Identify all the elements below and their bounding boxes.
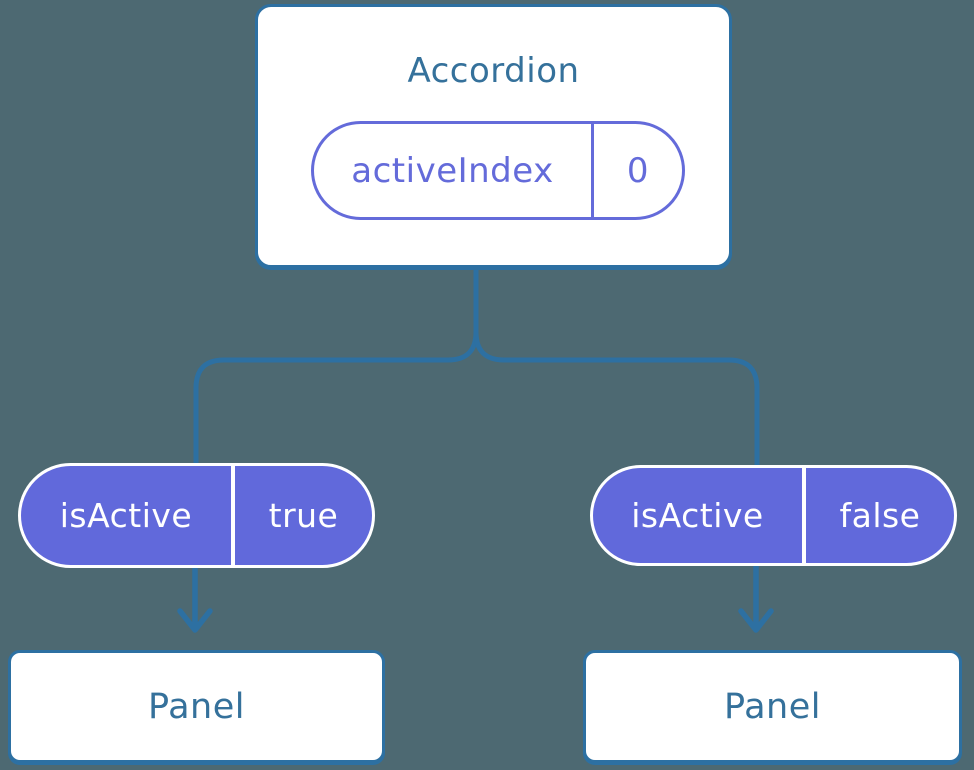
pill-divider [591, 124, 594, 217]
state-pill-value: 0 [626, 150, 650, 191]
pill-divider [231, 466, 235, 565]
panel-component-box-right: Panel [583, 650, 962, 763]
prop-pill-isactive-false: isActive false [590, 465, 957, 566]
prop-pill-value: true [268, 496, 339, 535]
arrow-down-right-icon [738, 561, 774, 633]
panel-title: Panel [724, 686, 821, 727]
state-pill-label: activeIndex [351, 150, 554, 191]
accordion-title: Accordion [407, 51, 580, 91]
accordion-component-box: Accordion activeIndex 0 [255, 4, 732, 268]
prop-pill-label: isActive [59, 496, 193, 535]
arrow-down-left-icon [177, 563, 213, 633]
panel-title: Panel [148, 686, 245, 727]
state-pill-activeindex: activeIndex 0 [311, 121, 685, 220]
prop-pill-isactive-true: isActive true [18, 463, 375, 568]
panel-component-box-left: Panel [8, 650, 385, 763]
connector-branch-left [193, 268, 479, 464]
prop-pill-label: isActive [631, 496, 764, 535]
connector-branch-right [473, 268, 760, 466]
pill-divider [802, 468, 806, 563]
prop-pill-value: false [839, 496, 921, 535]
